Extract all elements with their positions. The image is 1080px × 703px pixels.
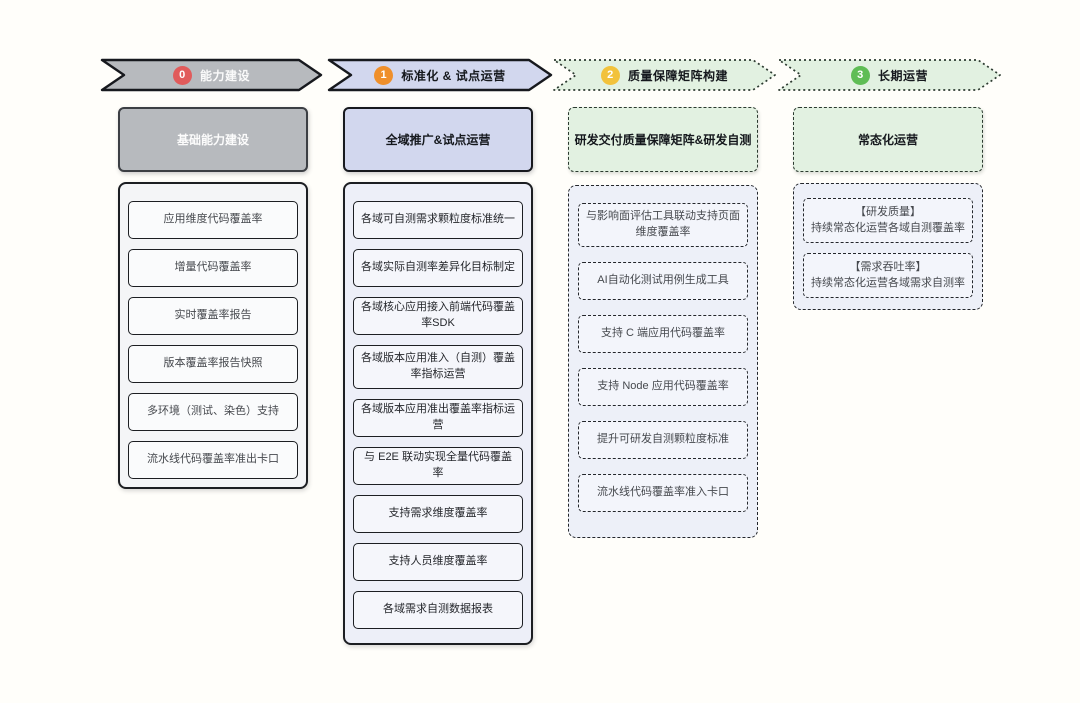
item-box: 支持 Node 应用代码覆盖率	[578, 368, 748, 406]
phase-arrow-label: 长期运营	[877, 68, 928, 83]
phase-arrow-label-row: 1 标准化 & 试点运营	[327, 58, 553, 92]
item-box: 支持 C 端应用代码覆盖率	[578, 315, 748, 353]
items-container-capability: 应用维度代码覆盖率 增量代码覆盖率 实时覆盖率报告 版本覆盖率报告快照 多环境（…	[118, 182, 308, 489]
phase-arrow-quality-matrix: 2 质量保障矩阵构建	[552, 58, 777, 92]
chevron-banner-shape	[778, 59, 1001, 91]
item-box: 实时覆盖率报告	[128, 297, 298, 335]
phase-arrow-capability: 0 能力建设	[100, 58, 323, 92]
items-container-longterm: 【研发质量】 持续常态化运营各域自测覆盖率 【需求吞吐率】 持续常态化运营各域需…	[793, 183, 983, 310]
item-box: 增量代码覆盖率	[128, 249, 298, 287]
phase-number-badge: 3	[850, 65, 870, 85]
item-box: AI自动化测试用例生成工具	[578, 262, 748, 300]
item-box: 应用维度代码覆盖率	[128, 201, 298, 239]
item-box: 版本覆盖率报告快照	[128, 345, 298, 383]
items-container-standardize: 各域可自测需求颗粒度标准统一 各域实际自测率差异化目标制定 各域核心应用接入前端…	[343, 182, 533, 645]
item-box: 多环境（测试、染色）支持	[128, 393, 298, 431]
item-box: 【研发质量】 持续常态化运营各域自测覆盖率	[803, 198, 973, 243]
phase-arrow-label-row: 3 长期运营	[777, 58, 1002, 92]
item-box: 各域实际自测率差异化目标制定	[353, 249, 523, 287]
phase-arrow-label: 质量保障矩阵构建	[627, 68, 728, 83]
item-box: 【需求吞吐率】 持续常态化运营各域需求自测率	[803, 253, 973, 298]
chevron-banner-shape	[100, 58, 323, 92]
phase-arrow-label: 标准化 & 试点运营	[401, 68, 506, 83]
item-box: 各域需求自测数据报表	[353, 591, 523, 629]
phase-header-quality-matrix: 研发交付质量保障矩阵&研发自测	[568, 107, 758, 172]
item-box: 各域版本应用准入（自测）覆盖率指标运营	[353, 345, 523, 389]
phase-header-longterm: 常态化运营	[793, 107, 983, 172]
item-box: 流水线代码覆盖率准出卡口	[128, 441, 298, 479]
item-box: 各域可自测需求颗粒度标准统一	[353, 201, 523, 239]
item-box: 与 E2E 联动实现全量代码覆盖率	[353, 447, 523, 485]
phase-arrow-label-row: 0 能力建设	[100, 58, 323, 92]
phase-arrow-longterm: 3 长期运营	[777, 58, 1002, 92]
item-box: 支持需求维度覆盖率	[353, 495, 523, 533]
phase-arrow-label-row: 2 质量保障矩阵构建	[552, 58, 777, 92]
phase-arrow-label: 能力建设	[199, 68, 250, 83]
item-box: 与影响面评估工具联动支持页面维度覆盖率	[578, 203, 748, 247]
item-box: 流水线代码覆盖率准入卡口	[578, 474, 748, 512]
item-box: 各域核心应用接入前端代码覆盖率SDK	[353, 297, 523, 335]
phase-header-standardize: 全域推广&试点运营	[343, 107, 533, 172]
item-box: 支持人员维度覆盖率	[353, 543, 523, 581]
items-container-quality-matrix: 与影响面评估工具联动支持页面维度覆盖率 AI自动化测试用例生成工具 支持 C 端…	[568, 185, 758, 538]
phase-arrow-standardize: 1 标准化 & 试点运营	[327, 58, 553, 92]
phase-number-badge: 1	[374, 65, 394, 85]
phase-header-capability: 基础能力建设	[118, 107, 308, 172]
item-box: 各域版本应用准出覆盖率指标运营	[353, 399, 523, 437]
phase-number-badge: 0	[172, 65, 192, 85]
item-box: 提升可研发自测颗粒度标准	[578, 421, 748, 459]
phase-number-badge: 2	[600, 65, 620, 85]
